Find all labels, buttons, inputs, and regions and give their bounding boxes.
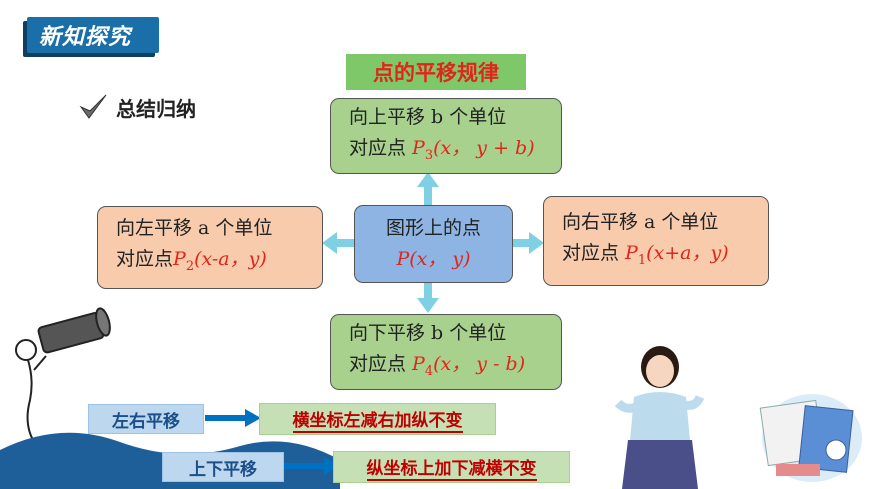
box-move-left-point: P2(x-a，y)	[173, 248, 267, 274]
box-move-down: 向下平移 b 个单位 对应点 P4(x， y - b)	[330, 314, 562, 390]
student-illustration	[614, 346, 705, 489]
rule-result-horizontal-part1: 横坐标左减右加	[292, 406, 412, 433]
rule-result-horizontal: 横坐标左减右加纵不变	[259, 403, 496, 435]
summary-label: 总结归纳	[116, 96, 196, 121]
arrow-up-shaft	[424, 185, 432, 207]
arrow-right-head	[529, 232, 544, 254]
arrow-right-icon	[205, 409, 261, 427]
rule-result-vertical: 纵坐标上加下减横不变	[333, 451, 570, 483]
arrow-right-shaft	[513, 239, 531, 247]
box-move-down-line1: 向下平移 b 个单位	[349, 321, 507, 344]
box-original-line2: P(x， y)	[396, 248, 471, 270]
box-original-line1: 图形上的点	[385, 217, 481, 239]
summary-row: 总结归纳	[78, 87, 196, 127]
arrow-down-head	[417, 298, 439, 313]
box-move-left-line1: 向左平移 a 个单位	[116, 217, 273, 240]
telescope-figure-illustration	[15, 307, 111, 451]
math-book-illustration	[759, 394, 862, 482]
box-move-down-prefix: 对应点	[349, 352, 413, 375]
rule-label-horizontal: 左右平移	[88, 404, 204, 434]
box-move-right-line2: 对应点 P1(x+a，y)	[562, 238, 768, 276]
page-heading: 点的平移规律	[346, 54, 526, 90]
box-move-right-line1: 向右平移 a 个单位	[562, 210, 719, 233]
box-move-left-line2: 对应点P2(x-a，y)	[116, 244, 322, 282]
box-original-point: 图形上的点 P(x， y)	[354, 205, 513, 283]
checkmark-icon	[79, 94, 107, 119]
box-move-down-line2: 对应点 P4(x， y - b)	[349, 349, 561, 387]
section-tag-label: 新知探究	[39, 25, 132, 50]
arrow-right-icon	[284, 457, 340, 475]
section-tag: 新知探究	[27, 17, 159, 53]
arrow-up-head	[417, 172, 439, 187]
box-move-left-prefix: 对应点	[116, 248, 174, 271]
box-move-left: 向左平移 a 个单位 对应点P2(x-a，y)	[97, 206, 323, 289]
rule-result-vertical-part1: 纵坐标上加下减	[366, 454, 486, 481]
box-move-up-line2: 对应点 P3(x， y + b)	[349, 133, 561, 171]
rule-label-vertical: 上下平移	[162, 452, 284, 482]
box-move-up-prefix: 对应点	[349, 136, 413, 159]
rule-result-horizontal-part2: 纵不变	[411, 406, 463, 433]
box-move-up-point: P3(x， y + b)	[412, 136, 535, 163]
box-move-right-point: P1(x+a，y)	[625, 241, 729, 268]
box-move-down-point: P4(x， y - b)	[412, 352, 526, 379]
box-move-right: 向右平移 a 个单位 对应点 P1(x+a，y)	[543, 196, 769, 286]
box-move-right-prefix: 对应点	[562, 241, 626, 264]
box-move-up: 向上平移 b 个单位 对应点 P3(x， y + b)	[330, 98, 562, 174]
rule-result-vertical-part2: 横不变	[485, 454, 537, 481]
arrow-down-shaft	[424, 282, 432, 302]
box-move-up-line1: 向上平移 b 个单位	[349, 105, 507, 128]
arrow-left-shaft	[335, 239, 355, 247]
arrow-left-head	[322, 232, 337, 254]
